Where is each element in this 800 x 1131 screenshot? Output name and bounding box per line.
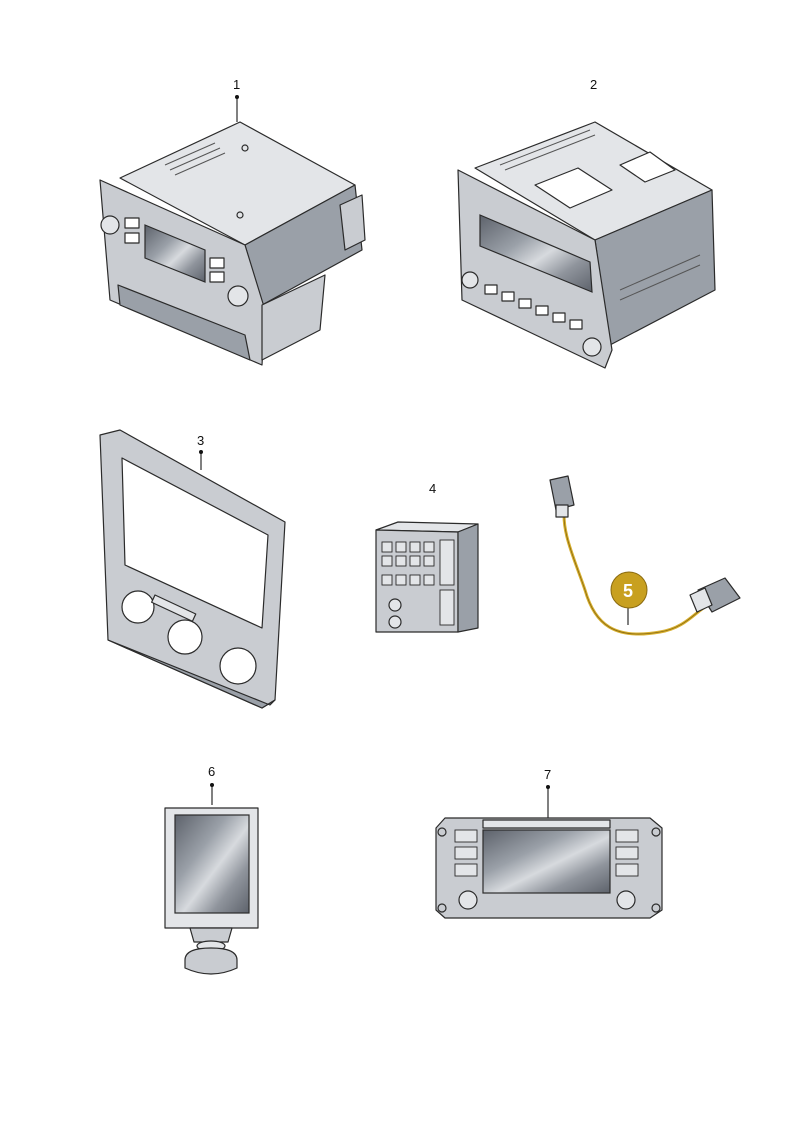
part-label-4: 4 xyxy=(429,481,436,496)
part-2-radio-unit: 2 xyxy=(457,77,716,369)
part-1-radio-unit: 1 xyxy=(99,77,366,366)
part-label-2: 2 xyxy=(590,77,597,92)
part-7-head-unit: 7 xyxy=(435,767,663,919)
part-5-badge xyxy=(610,571,648,609)
part-6-display: 6 xyxy=(164,764,259,975)
part-3-trim-frame: 3 xyxy=(99,429,286,709)
part-label-1: 1 xyxy=(233,77,240,92)
part-4-connector: 4 xyxy=(375,481,479,633)
part-5-cable: 5 xyxy=(549,475,741,636)
part-label-5: 5 xyxy=(623,581,633,601)
part-label-6: 6 xyxy=(208,764,215,779)
part-label-3: 3 xyxy=(197,433,204,448)
part-label-7: 7 xyxy=(544,767,551,782)
